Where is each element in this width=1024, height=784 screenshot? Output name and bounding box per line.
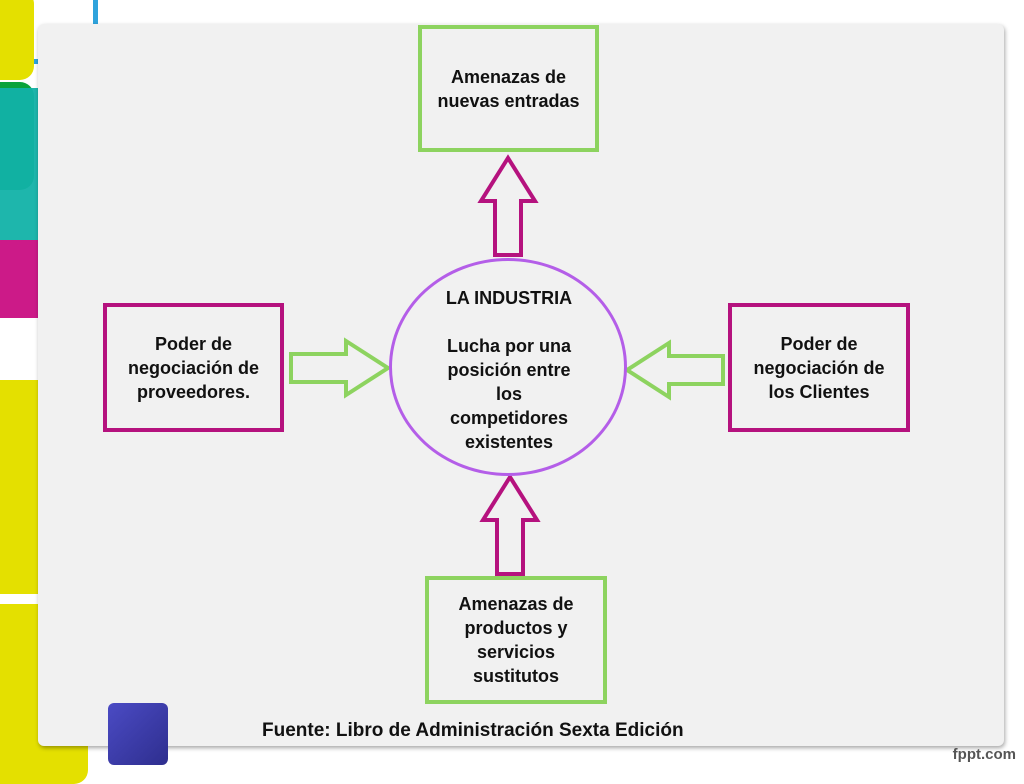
right-box-customers: Poder de negociación de los Clientes [728, 303, 910, 432]
top-box-line: nuevas entradas [437, 90, 580, 111]
right-box-line: negociación de [753, 357, 885, 378]
industry-line: posición entre [447, 360, 571, 380]
bottom-box-line: Amenazas de [458, 594, 574, 614]
brand-logo: fppt.com [952, 746, 1016, 763]
right-box-line: Poder de [780, 333, 858, 354]
left-box-suppliers: Poder de negociación de proveedores. [103, 303, 284, 432]
left-box-line: negociación de [127, 357, 260, 378]
deco-yellow-top [0, 0, 34, 80]
left-box-line: Poder de [154, 333, 233, 354]
arrow-right-left [289, 337, 392, 399]
bottom-box-substitutes: Amenazas de productos y servicios sustit… [425, 576, 607, 704]
arrow-up-top [477, 154, 539, 257]
left-box-line: proveedores. [136, 381, 251, 402]
bottom-box-line: sustitutos [472, 666, 559, 686]
deco-indigo-square [108, 703, 168, 765]
industry-circle-text: LA INDUSTRIA Lucha por una posición entr… [420, 286, 598, 454]
industry-line: los [495, 384, 522, 404]
source-caption: Fuente: Libro de Administración Sexta Ed… [262, 720, 684, 741]
industry-line: Lucha por una [446, 336, 571, 356]
arrow-up-bottom [479, 473, 541, 576]
bottom-box-line: productos y [464, 618, 568, 638]
industry-line: existentes [464, 432, 554, 452]
bottom-box-line: servicios [476, 642, 556, 662]
right-box-line: los Clientes [768, 381, 870, 402]
industry-circle [389, 258, 627, 476]
industry-title: LA INDUSTRIA [445, 288, 573, 308]
spacer [420, 310, 598, 334]
arrow-left-right [623, 339, 725, 401]
industry-line: competidores [449, 408, 569, 428]
top-box-new-entrants: Amenazas de nuevas entradas [418, 25, 599, 152]
top-box-line: Amenazas de [450, 66, 567, 87]
